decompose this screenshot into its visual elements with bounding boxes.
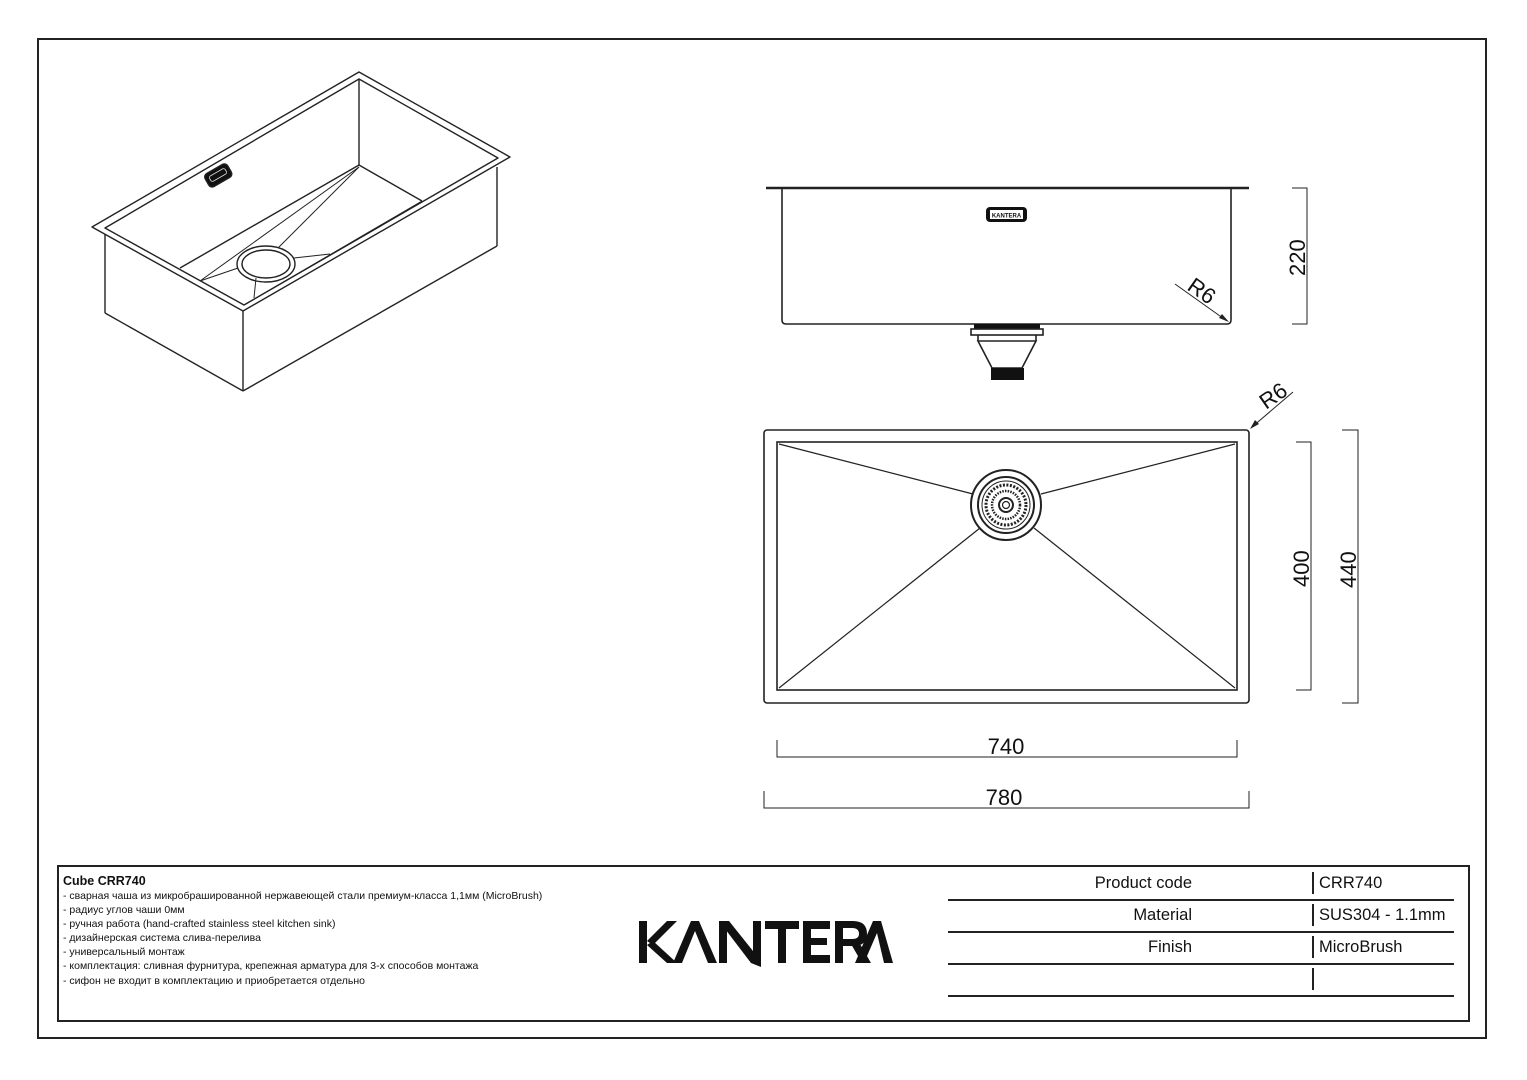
spec-row-material: Material SUS304 - 1.1mm (948, 901, 1454, 933)
spec-divider (1312, 968, 1314, 990)
technical-drawing: KANTERA R6 220 (91, 71, 1361, 810)
spec-divider (1312, 872, 1314, 894)
svg-text:KANTERA: KANTERA (992, 214, 1022, 220)
spec-label: Finish (1147, 938, 1192, 956)
inner-width-dimension: 740 (988, 734, 1025, 759)
spec-table: Product code CRR740 Material SUS304 - 1.… (948, 869, 1454, 997)
outer-width-dimension: 780 (986, 785, 1023, 810)
title-block: Cube CRR740 - сварная чаша из микробраши… (57, 865, 1470, 1022)
side-elevation-view: KANTERA (766, 186, 1308, 380)
isometric-view (91, 71, 511, 392)
drain-strainer-icon (970, 469, 1042, 541)
drawing-frame (37, 38, 1487, 1039)
kantera-logo: KANTERA (639, 921, 893, 967)
spec-row-empty (948, 965, 1454, 997)
description-line: - радиус углов чаши 0мм (63, 904, 185, 917)
spec-value: MicroBrush (1319, 938, 1403, 956)
spec-label: Material (1133, 906, 1192, 924)
description-line: - дизайнерская система слива-перелива (63, 932, 261, 945)
description-line: - сварная чаша из микробрашированной нер… (63, 890, 543, 902)
product-name: Cube CRR740 (63, 874, 146, 888)
spec-row-finish: Finish MicroBrush (948, 933, 1454, 965)
description-line: - комплектация: сливная фурнитура, крепе… (63, 960, 479, 973)
radius-label-side: R6 (1183, 273, 1220, 310)
description-line: - ручная работа (hand-crafted stainless … (63, 918, 336, 931)
drain-fitting (970, 324, 1044, 380)
radius-label-top: R6 (1255, 377, 1292, 414)
outer-depth-dimension: 440 (1336, 551, 1361, 588)
inner-depth-dimension: 400 (1289, 550, 1314, 587)
spec-value: CRR740 (1319, 874, 1383, 892)
description-line: - сифон не входит в комплектацию и приоб… (63, 974, 365, 987)
height-dimension: 220 (1285, 239, 1310, 276)
spec-value: SUS304 - 1.1mm (1319, 906, 1446, 924)
spec-divider (1312, 904, 1314, 926)
spec-label: Product code (1094, 874, 1192, 892)
spec-divider (1312, 936, 1314, 958)
description-line: - универсальный монтаж (63, 946, 185, 959)
product-description: Cube CRR740 - сварная чаша из микробраши… (63, 873, 542, 988)
spec-row-product-code: Product code CRR740 (948, 869, 1454, 901)
top-plan-view (763, 391, 1359, 809)
